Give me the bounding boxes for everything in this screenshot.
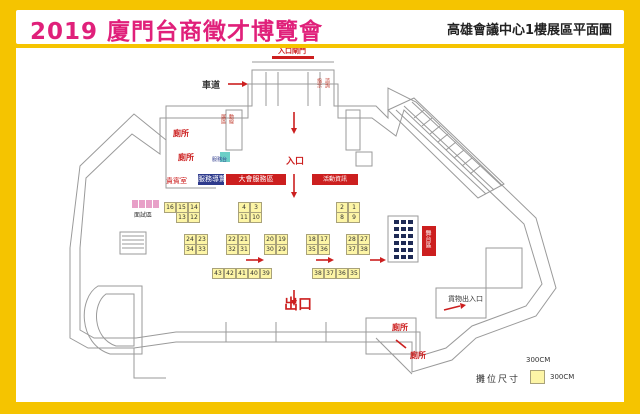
- legend-size-label: 攤位尺寸: [476, 375, 521, 385]
- booth: 36: [336, 268, 348, 279]
- booth: 36: [318, 244, 330, 255]
- booth: 42: [224, 268, 236, 279]
- booth: 30: [264, 244, 276, 255]
- booth: 38: [358, 244, 370, 255]
- shop-entrance-label: 貨物出入口: [448, 295, 483, 303]
- booth: 11: [238, 212, 250, 223]
- exit-label: 出口: [284, 297, 312, 313]
- entrance-gate-label: 入口閘門: [278, 48, 306, 55]
- floor-plan-outline: [69, 56, 557, 379]
- booth: 34: [184, 244, 196, 255]
- booth: 16: [164, 202, 176, 213]
- side-panel-label-4: 諮詢: [324, 78, 330, 88]
- restroom-label-3: 廁所: [392, 323, 408, 332]
- restroom-label-2: 廁所: [178, 153, 194, 162]
- page-subtitle: 高雄會議中心1樓展區平面圖: [446, 23, 612, 38]
- floor-plan: 入口閘門 車道 入口 出口 廁所 廁所 廁所 廁所 展區 動線 指示 諮詢 服務…: [16, 48, 624, 402]
- restroom-label-4: 廁所: [410, 351, 426, 360]
- booth: 8: [336, 212, 348, 223]
- booth: 35: [306, 244, 318, 255]
- page-title: 2019 廈門台商徵才博覽會: [30, 19, 324, 45]
- restroom-label-1: 廁所: [173, 129, 189, 138]
- booth: 41: [236, 268, 248, 279]
- booth: 31: [238, 244, 250, 255]
- booth: 39: [260, 268, 272, 279]
- header-bar: 2019 廈門台商徵才博覽會 高雄會議中心1樓展區平面圖: [16, 10, 624, 45]
- booth: 33: [196, 244, 208, 255]
- right-banner: 活動資訊: [312, 174, 358, 185]
- booth: 37: [346, 244, 358, 255]
- booth: 29: [276, 244, 288, 255]
- booth: 9: [348, 212, 360, 223]
- entrance-label: 入口: [286, 157, 305, 167]
- booth: 40: [248, 268, 260, 279]
- booth: 12: [188, 212, 200, 223]
- booth: 43: [212, 268, 224, 279]
- booth: 32: [226, 244, 238, 255]
- left-banner: 服務導覽: [198, 174, 224, 185]
- service-desk-label: 服務台: [212, 157, 228, 163]
- main-banner: 大會服務區: [226, 174, 286, 185]
- side-panel-label-3: 指示: [316, 78, 322, 88]
- legend-width-value: 300CM: [526, 356, 551, 364]
- side-panel-label-2: 動線: [228, 114, 234, 124]
- booth: 10: [250, 212, 262, 223]
- booth: 38: [312, 268, 324, 279]
- legend-height-value: 300CM: [550, 373, 575, 381]
- booth: 35: [348, 268, 360, 279]
- stage-label: 舞台區: [424, 230, 431, 248]
- vip-label: 貴賓室: [166, 177, 187, 185]
- legend-booth-swatch: [530, 370, 545, 384]
- interview-label: 面試區: [134, 212, 153, 219]
- driveway-label: 車道: [202, 81, 221, 91]
- side-panel-label-1: 展區: [220, 114, 226, 124]
- booth: 37: [324, 268, 336, 279]
- booth: 13: [176, 212, 188, 223]
